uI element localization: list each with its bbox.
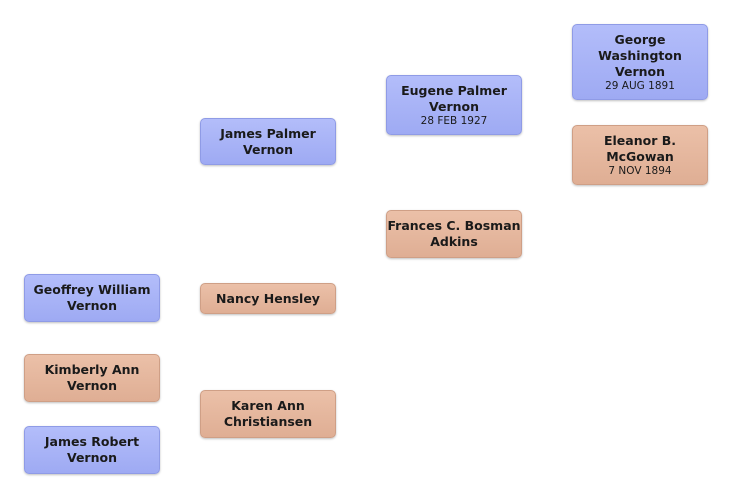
person-name: Karen Ann Christiansen	[223, 398, 313, 429]
person-name: Geoffrey William Vernon	[33, 282, 151, 313]
person-name: Eugene Palmer Vernon	[401, 82, 507, 114]
person-card-james-palmer-vernon[interactable]: James Palmer Vernon	[200, 118, 336, 165]
person-name: James Palmer Vernon	[220, 125, 316, 157]
person-card-james-robert-vernon[interactable]: James Robert Vernon	[24, 426, 160, 474]
person-card-george-washington-vernon[interactable]: George Washington Vernon 29 AUG 1891	[572, 24, 708, 100]
person-date: 29 AUG 1891	[605, 79, 675, 92]
person-card-geoffrey-william-vernon[interactable]: Geoffrey William Vernon	[24, 274, 160, 322]
person-name: George Washington Vernon	[598, 31, 682, 79]
person-name: James Robert Vernon	[44, 434, 140, 465]
person-card-frances-bosman-adkins[interactable]: Frances C. Bosman Adkins	[386, 210, 522, 258]
person-name: Kimberly Ann Vernon	[44, 362, 140, 393]
person-card-kimberly-ann-vernon[interactable]: Kimberly Ann Vernon	[24, 354, 160, 402]
person-card-eleanor-mcgowan[interactable]: Eleanor B. McGowan 7 NOV 1894	[572, 125, 708, 185]
person-date: 7 NOV 1894	[608, 164, 672, 177]
person-date: 28 FEB 1927	[420, 114, 488, 127]
person-name: Frances C. Bosman Adkins	[387, 218, 521, 249]
person-card-nancy-hensley[interactable]: Nancy Hensley	[200, 283, 336, 314]
person-card-eugene-palmer-vernon[interactable]: Eugene Palmer Vernon 28 FEB 1927	[386, 75, 522, 135]
person-card-karen-ann-christiansen[interactable]: Karen Ann Christiansen	[200, 390, 336, 438]
person-name: Nancy Hensley	[216, 290, 320, 306]
person-name: Eleanor B. McGowan	[603, 132, 676, 164]
